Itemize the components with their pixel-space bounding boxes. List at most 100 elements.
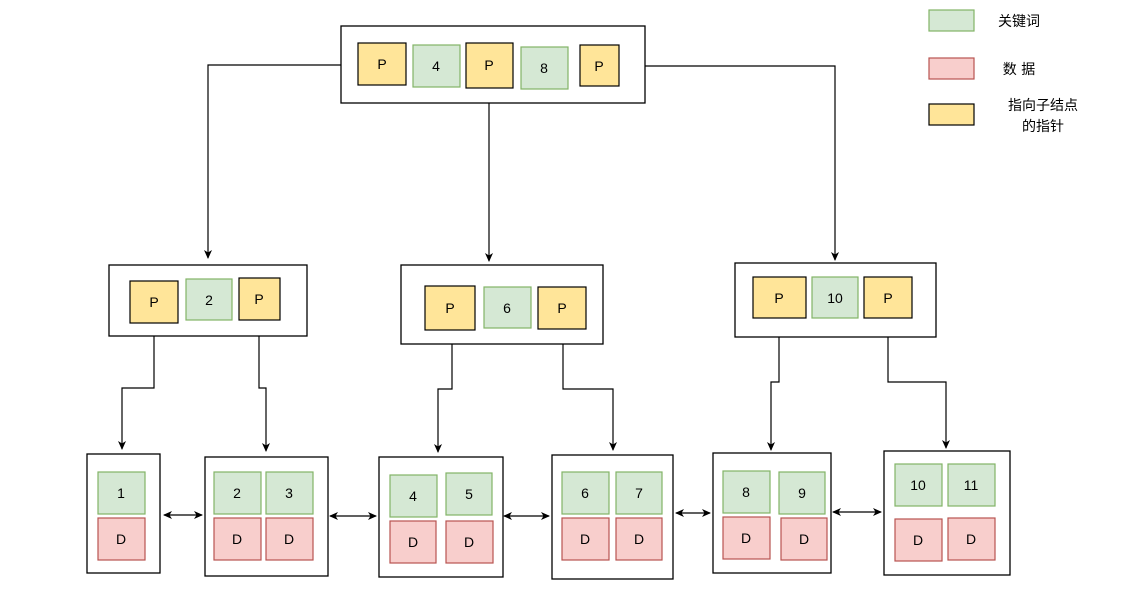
svg-text:9: 9	[798, 485, 806, 501]
leaf-data-cell: D	[213, 517, 262, 561]
leaf-key-cell: 7	[615, 471, 663, 515]
svg-text:D: D	[913, 532, 923, 548]
leaf-node-1: 1 D	[86, 453, 161, 574]
root-cell: P	[465, 42, 514, 89]
svg-text:8: 8	[742, 484, 750, 500]
internal-cell: P	[129, 280, 179, 324]
svg-text:P: P	[883, 290, 892, 306]
edge-internal2-to-leaf4	[562, 329, 617, 451]
internal-cell: P	[537, 286, 587, 330]
svg-text:10: 10	[910, 477, 926, 493]
svg-text:D: D	[966, 531, 976, 547]
edge-internal1-to-leaf2	[258, 320, 270, 452]
leaf-data-cell: D	[894, 518, 943, 562]
leaf-key-cell: 8	[722, 470, 771, 514]
svg-text:P: P	[377, 56, 386, 72]
legend-label-pointer-line2: 的指针	[1022, 119, 1064, 135]
svg-text:5: 5	[465, 486, 473, 502]
internal-cell: P	[752, 276, 807, 319]
internal-cell: 2	[185, 278, 233, 321]
svg-text:P: P	[254, 291, 263, 307]
svg-text:2: 2	[233, 485, 241, 501]
leaf-key-cell: 11	[947, 463, 996, 507]
leaf-key-cell: 5	[445, 472, 493, 516]
svg-text:4: 4	[432, 58, 440, 74]
edge-root-to-internal-right	[619, 65, 839, 261]
internal-cell: P	[424, 285, 476, 331]
root-cell: 4	[412, 44, 461, 88]
leaf-node-4: 6 7 D D	[551, 454, 674, 580]
leaf-data-cell: D	[780, 517, 828, 561]
internal-cell: P	[863, 276, 913, 319]
leaf-node-6: 10 11 D D	[883, 450, 1011, 576]
leaf-key-cell: 1	[97, 471, 146, 515]
svg-text:P: P	[484, 57, 493, 73]
leaf-node-3: 4 5 D D	[378, 456, 504, 578]
svg-text:D: D	[408, 534, 418, 550]
leaf-node-2: 2 3 D D	[204, 456, 329, 577]
leaf-data-cell: D	[561, 517, 610, 561]
svg-text:7: 7	[635, 485, 643, 501]
legend-item-key: 关键词	[928, 9, 1040, 32]
svg-text:3: 3	[285, 485, 293, 501]
svg-text:11: 11	[964, 477, 979, 493]
svg-text:8: 8	[540, 60, 548, 76]
root-cell: P	[357, 42, 407, 86]
leaf-key-cell: 6	[561, 471, 610, 515]
leaf-key-cell: 9	[778, 471, 826, 515]
leaf-key-cell: 2	[213, 471, 262, 515]
legend: 关键词 数 据 指向子结点 的指针	[928, 9, 1078, 135]
legend-label-data: 数 据	[1003, 62, 1035, 78]
svg-text:P: P	[557, 300, 566, 316]
svg-text:P: P	[445, 300, 454, 316]
svg-text:6: 6	[581, 485, 589, 501]
internal-node-right: P 10 P	[734, 262, 937, 338]
legend-swatch-data	[928, 57, 975, 80]
internal-cell: 6	[483, 286, 532, 329]
internal-node-left: P 2 P	[108, 264, 308, 337]
legend-label-pointer-line1: 指向子结点	[1008, 98, 1078, 114]
leaf-data-cell: D	[389, 520, 437, 564]
svg-text:P: P	[149, 294, 158, 310]
svg-text:D: D	[741, 530, 751, 546]
svg-text:D: D	[116, 531, 126, 547]
leaf-data-cell: D	[445, 520, 494, 564]
internal-cell: P	[238, 277, 281, 321]
svg-text:D: D	[634, 531, 644, 547]
edge-internal3-to-leaf6	[887, 318, 950, 449]
leaf-key-cell: 4	[389, 474, 438, 518]
root-cell: P	[579, 44, 620, 87]
root-node: P 4 P 8 P	[340, 25, 646, 104]
svg-text:P: P	[594, 58, 603, 74]
svg-text:D: D	[464, 534, 474, 550]
root-cell: 8	[520, 46, 569, 90]
svg-text:6: 6	[503, 300, 511, 316]
svg-text:10: 10	[827, 290, 843, 306]
leaf-data-cell: D	[947, 517, 996, 561]
edge-internal1-to-leaf1	[118, 322, 155, 450]
legend-label-key: 关键词	[998, 14, 1040, 30]
svg-text:1: 1	[117, 485, 125, 501]
legend-item-data: 数 据	[928, 57, 1035, 80]
leaf-node-5: 8 9 D D	[712, 452, 832, 574]
legend-swatch-key	[928, 9, 975, 32]
legend-item-pointer: 指向子结点 的指针	[928, 98, 1078, 135]
leaf-data-cell: D	[265, 517, 314, 561]
leaf-data-cell: D	[722, 516, 771, 560]
edge-internal2-to-leaf3	[434, 330, 453, 453]
leaf-data-cell: D	[97, 517, 146, 561]
edge-internal3-to-leaf5	[767, 318, 780, 451]
svg-text:2: 2	[205, 292, 213, 308]
internal-cell: 10	[811, 276, 859, 319]
internal-node-middle: P 6 P	[400, 264, 604, 345]
legend-swatch-pointer	[928, 103, 975, 126]
svg-text:P: P	[774, 290, 783, 306]
svg-text:D: D	[232, 531, 242, 547]
svg-text:D: D	[284, 531, 294, 547]
leaf-key-cell: 3	[265, 471, 314, 515]
svg-text:D: D	[799, 531, 809, 547]
leaf-key-cell: 10	[894, 463, 943, 507]
edge-root-to-internal-left	[204, 64, 358, 259]
svg-text:D: D	[580, 531, 590, 547]
